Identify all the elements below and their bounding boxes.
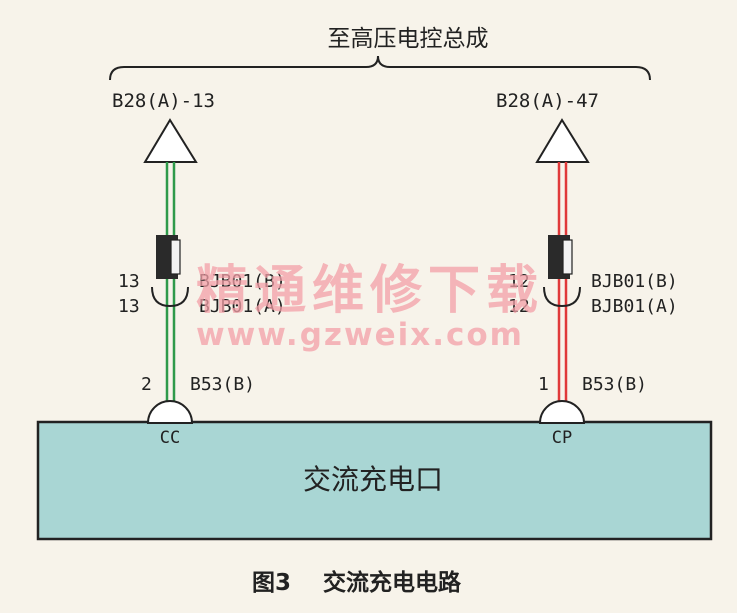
caption-figure-number: 图3	[252, 570, 291, 596]
cp-label: CP	[552, 428, 572, 448]
left-pin-cup	[151, 286, 189, 308]
caption-text: 交流充电电路	[323, 569, 462, 596]
right-top-connector-label: B28(A)-47	[496, 90, 599, 112]
left-wire-green	[165, 162, 176, 402]
header-title: 至高压电控总成	[328, 26, 489, 52]
right-connector-block	[548, 235, 573, 279]
left-top-connector-label: B28(A)-13	[112, 90, 215, 112]
top-brace	[109, 55, 651, 81]
left-b53-label: B53(B)	[190, 374, 255, 395]
cc-dome	[146, 400, 194, 424]
left-bjb-b-label: BJB01(B)	[199, 271, 286, 292]
right-b53-label: B53(B)	[582, 374, 647, 395]
charging-port-box	[36, 420, 713, 541]
left-bjb-a-label: BJB01(A)	[199, 296, 286, 317]
right-pin-cup	[543, 286, 581, 308]
left-bjb-b-pin: 13	[118, 271, 140, 292]
right-bjb-b-label: BJB01(B)	[591, 271, 678, 292]
port-label: 交流充电口	[303, 463, 443, 496]
right-wire-red	[557, 162, 568, 402]
watermark-url: www.gzweix.com	[196, 317, 524, 353]
cp-dome	[538, 400, 586, 424]
watermark-text: 精通维修下载	[196, 261, 544, 321]
left-b53-pin: 2	[141, 374, 152, 395]
right-bjb-b-pin: 12	[508, 271, 530, 292]
cc-label: CC	[160, 428, 180, 448]
right-terminal-triangle	[535, 118, 590, 163]
right-b53-pin: 1	[538, 374, 549, 395]
right-bjb-a-label: BJB01(A)	[591, 296, 678, 317]
right-bjb-a-pin: 12	[508, 296, 530, 317]
left-bjb-a-pin: 13	[118, 296, 140, 317]
left-connector-block	[156, 235, 181, 279]
left-terminal-triangle	[143, 118, 198, 163]
